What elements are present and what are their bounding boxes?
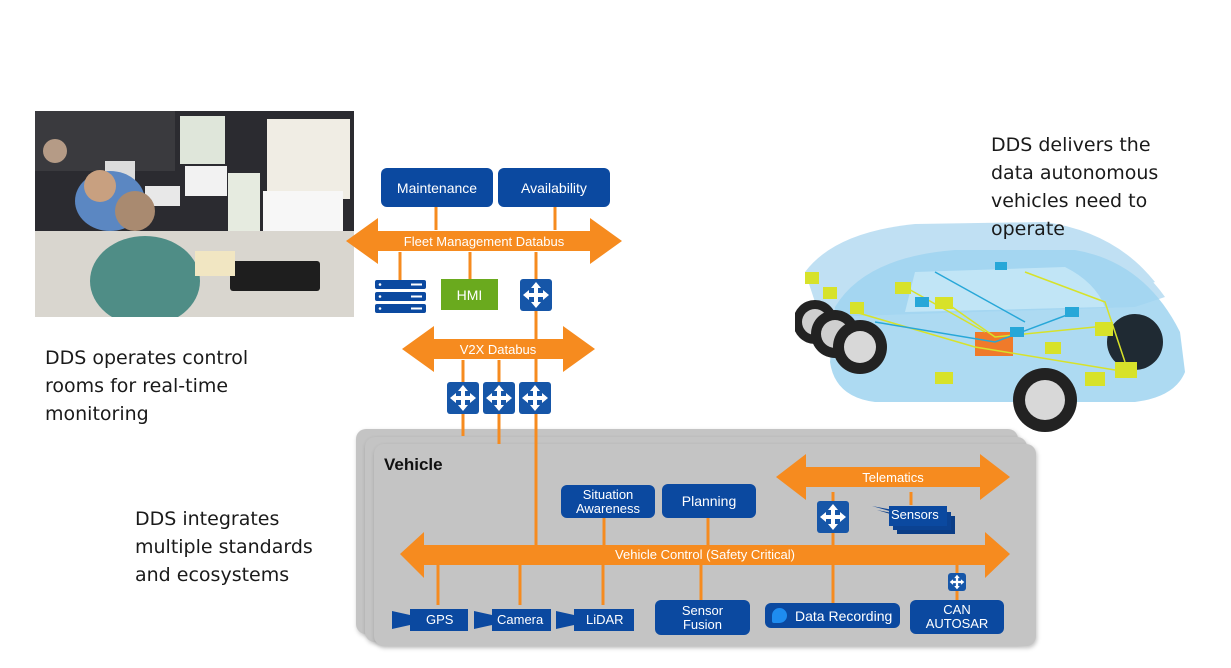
router-icon-v2x-1 (447, 382, 479, 414)
camera-node[interactable]: Camera (474, 609, 551, 631)
vehicle-control-databus (400, 532, 1010, 578)
sensors-stack-icon (867, 502, 955, 534)
caption-control-rooms: DDS operates control rooms for real-time… (45, 347, 249, 425)
vehicle-control-bus-label: Vehicle Control (Safety Critical) (615, 547, 795, 562)
sensors-label: Sensors (891, 507, 939, 522)
fleet-bus-label: Fleet Management Databus (404, 234, 565, 249)
telematics-databus (776, 454, 1010, 500)
planning-node[interactable]: Planning (662, 484, 756, 518)
can-autosar-node[interactable]: CAN AUTOSAR (910, 600, 1004, 634)
lidar-label: LiDAR (586, 612, 624, 627)
hmi-node[interactable]: HMI (441, 279, 498, 310)
vehicle-title: Vehicle (384, 455, 443, 474)
router-icon-v2x-2 (483, 382, 515, 414)
router-icon-v2x-3 (519, 382, 551, 414)
router-icon-fleet (520, 279, 552, 311)
caption-integrates: DDS integrates multiple standards and ec… (135, 508, 313, 586)
data-recording-icon (772, 608, 787, 623)
gps-node[interactable]: GPS (392, 609, 468, 631)
fleet-management-databus (346, 218, 622, 264)
gps-label: GPS (426, 612, 454, 627)
sensor-fusion-node[interactable]: Sensor Fusion (655, 600, 750, 635)
lidar-node[interactable]: LiDAR (556, 609, 634, 631)
autonomous-car-illustration (795, 212, 1190, 434)
situation-awareness-node[interactable]: Situation Awareness (561, 485, 655, 518)
data-recording-node[interactable]: Data Recording (765, 603, 900, 628)
caption-autonomous: DDS delivers the data autonomous vehicle… (991, 134, 1159, 240)
router-icon-telematics (817, 501, 849, 533)
sensor-shape-icon (474, 609, 551, 631)
maintenance-node[interactable]: Maintenance (381, 168, 493, 207)
sensor-shape-icon (556, 609, 634, 631)
telematics-bus-label: Telematics (862, 470, 924, 485)
data-recording-label: Data Recording (795, 607, 893, 624)
v2x-bus-label: V2X Databus (460, 342, 537, 357)
control-room-photo (35, 111, 354, 317)
router-icon-can (948, 573, 966, 591)
availability-node[interactable]: Availability (498, 168, 610, 207)
camera-label: Camera (497, 612, 544, 627)
sensors-node[interactable]: Sensors (867, 500, 959, 536)
sensor-shape-icon (392, 609, 468, 631)
v2x-databus (402, 326, 595, 372)
server-icon (375, 280, 426, 313)
